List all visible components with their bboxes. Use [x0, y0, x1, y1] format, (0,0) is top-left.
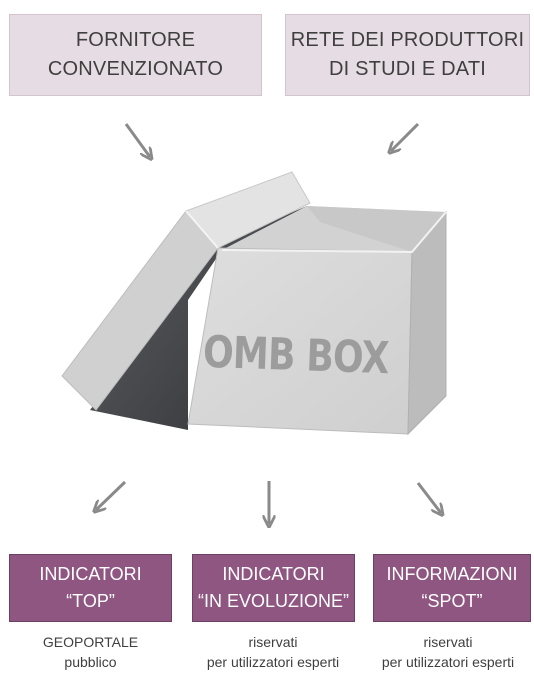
source-fornitore-line-2: CONVENZIONATO — [47, 58, 224, 80]
source-box-rete: RETE DEI PRODUTTORI DI STUDI E DATI — [285, 14, 530, 96]
output-top-line-2: “TOP” — [66, 591, 115, 611]
output-box-spot: INFORMAZIONI “SPOT” — [373, 554, 531, 622]
omb-box-label: OMB BOX — [202, 327, 390, 384]
caption-evoluzione: riservati per utilizzatori esperti — [178, 632, 368, 672]
caption-evoluzione-line-2: per utilizzatori esperti — [206, 654, 340, 670]
source-rete-line-2: DI STUDI E DATI — [328, 58, 487, 80]
caption-evoluzione-line-1: riservati — [248, 634, 298, 650]
source-box-fornitore: FORNITORE CONVENZIONATO — [9, 14, 262, 96]
caption-top-line-1: GEOPORTALE — [42, 634, 139, 650]
output-evoluzione-line-1: INDICATORI — [222, 564, 325, 584]
omb-box-icon: OMB BOX — [61, 171, 447, 436]
arrow-fornitore-icon — [124, 123, 150, 157]
caption-spot-line-1: riservati — [423, 634, 473, 650]
output-top-line-1: INDICATORI — [39, 564, 142, 584]
output-box-evoluzione: INDICATORI “IN EVOLUZIONE” — [192, 554, 355, 622]
output-evoluzione-line-2: “IN EVOLUZIONE” — [197, 591, 349, 611]
source-rete-line-1: RETE DEI PRODUTTORI — [290, 29, 525, 51]
caption-top-line-2: pubblico — [64, 654, 117, 670]
output-box-top: INDICATORI “TOP” — [9, 554, 172, 622]
source-fornitore-line-1: FORNITORE — [75, 29, 196, 51]
caption-top: GEOPORTALE pubblico — [9, 632, 172, 672]
arrow-spot-icon — [416, 482, 441, 513]
output-spot-line-2: “SPOT” — [421, 591, 483, 611]
arrow-top-icon — [96, 480, 127, 510]
output-spot-line-1: INFORMAZIONI — [386, 564, 518, 584]
caption-spot: riservati per utilizzatori esperti — [362, 632, 534, 672]
arrow-rete-icon — [391, 122, 420, 151]
caption-spot-line-2: per utilizzatori esperti — [381, 654, 515, 670]
